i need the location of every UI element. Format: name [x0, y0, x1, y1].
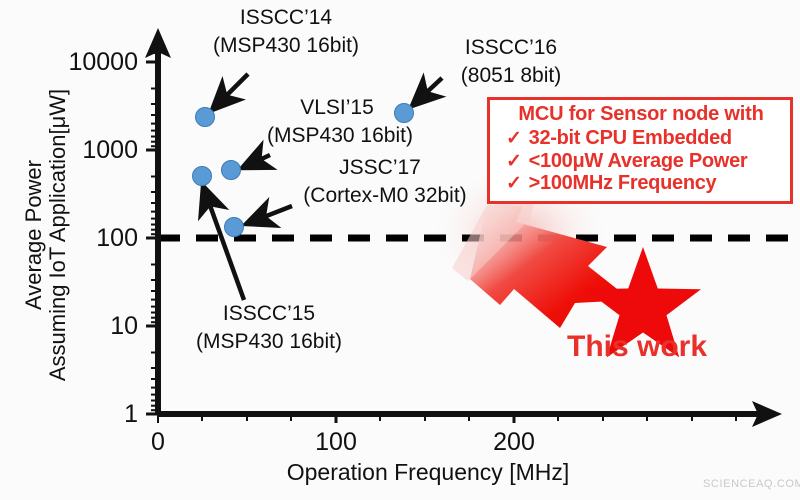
leader-arrows — [197, 72, 447, 301]
leader-isscc16 — [408, 72, 447, 110]
callout-item-3-label: >100MHz Frequency — [528, 172, 717, 195]
x-tick-label-0: 0 — [151, 428, 165, 456]
annotation-jssc17-line2: (Cortex-M0 32bit) — [303, 184, 467, 207]
data-point-isscc14 — [195, 107, 215, 127]
data-point-isscc16 — [394, 103, 414, 123]
data-point-jssc17 — [224, 217, 244, 237]
y-major-ticks — [146, 60, 158, 416]
y-tick-label-10: 10 — [110, 312, 138, 340]
annotation-vlsi15-line2: (MSP430 16bit) — [267, 124, 413, 147]
leader-isscc15 — [197, 180, 247, 301]
leader-jssc17 — [240, 197, 293, 229]
callout-box: MCU for Sensor node with ✓ 32-bit CPU Em… — [487, 97, 793, 204]
callout-heading: MCU for Sensor node with — [518, 103, 764, 125]
check-icon: ✓ — [506, 150, 522, 172]
x-tick-label-100: 100 — [315, 428, 357, 456]
watermark: SCIENCEAQ.COM — [703, 478, 800, 490]
data-point-isscc15 — [192, 166, 212, 186]
y-axis-title-line2: Assuming IoT Application[μW] — [45, 88, 70, 382]
y-tick-label-10000: 10000 — [68, 48, 138, 76]
y-tick-label-1: 1 — [124, 400, 138, 428]
annotation-jssc17-line1: JSSC’17 — [339, 156, 421, 179]
callout-item-1-label: 32-bit CPU Embedded — [528, 127, 733, 149]
annotation-isscc16-line1: ISSCC’16 — [464, 36, 558, 59]
annotation-vlsi15-line1: VLSI’15 — [300, 96, 374, 119]
annotation-isscc14-line1: ISSCC’14 — [239, 6, 333, 29]
annotation-isscc15-line2: (MSP430 16bit) — [196, 330, 342, 353]
x-axis-arrowhead — [752, 401, 782, 427]
y-axis-arrowhead — [145, 28, 171, 58]
check-icon: ✓ — [506, 173, 522, 195]
x-axis-title: Operation Frequency [MHz] — [286, 459, 570, 485]
data-point-this-work-star — [585, 247, 701, 358]
data-point-vlsi15 — [221, 160, 241, 180]
callout-item-2-label: <100μW Average Power — [528, 149, 748, 172]
annotation-isscc16-line2: (8051 8bit) — [460, 64, 562, 87]
callout-item-1: ✓ 32-bit CPU Embedded — [506, 127, 784, 150]
y-tick-label-100: 100 — [96, 224, 138, 252]
y-minor-ticks — [151, 52, 158, 412]
callout-item-2: ✓ <100μW Average Power — [506, 150, 784, 173]
annotation-isscc14-line2: (MSP430 16bit) — [213, 34, 359, 57]
annotation-isscc15-line1: ISSCC’15 — [222, 302, 316, 325]
data-points — [192, 103, 414, 237]
y-tick-label-1000: 1000 — [82, 136, 138, 164]
x-tick-label-200: 200 — [493, 428, 535, 456]
x-ticks — [157, 414, 737, 423]
leader-isscc14 — [208, 72, 250, 114]
y-axis-title-line1: Average Power — [21, 160, 46, 311]
this-work-label: This work — [567, 330, 708, 363]
check-icon: ✓ — [506, 128, 522, 149]
callout-item-3: ✓ >100MHz Frequency — [506, 172, 784, 195]
highlight-arrow — [452, 202, 631, 328]
leader-vlsi15 — [237, 139, 278, 171]
